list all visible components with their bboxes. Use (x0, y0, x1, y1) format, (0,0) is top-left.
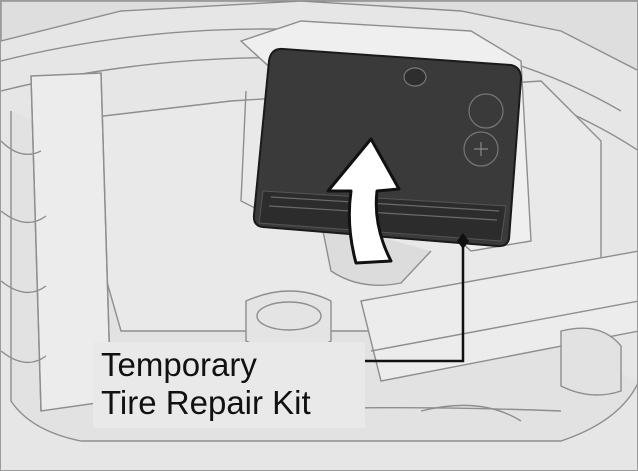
tire-repair-kit-box (252, 47, 523, 248)
callout-label: Temporary Tire Repair Kit (93, 342, 365, 428)
callout-label-line1: Temporary (101, 346, 257, 383)
callout-label-line2: Tire Repair Kit (101, 384, 311, 421)
curved-lift-arrow-icon (326, 137, 401, 265)
callout-leader-line (365, 233, 469, 363)
